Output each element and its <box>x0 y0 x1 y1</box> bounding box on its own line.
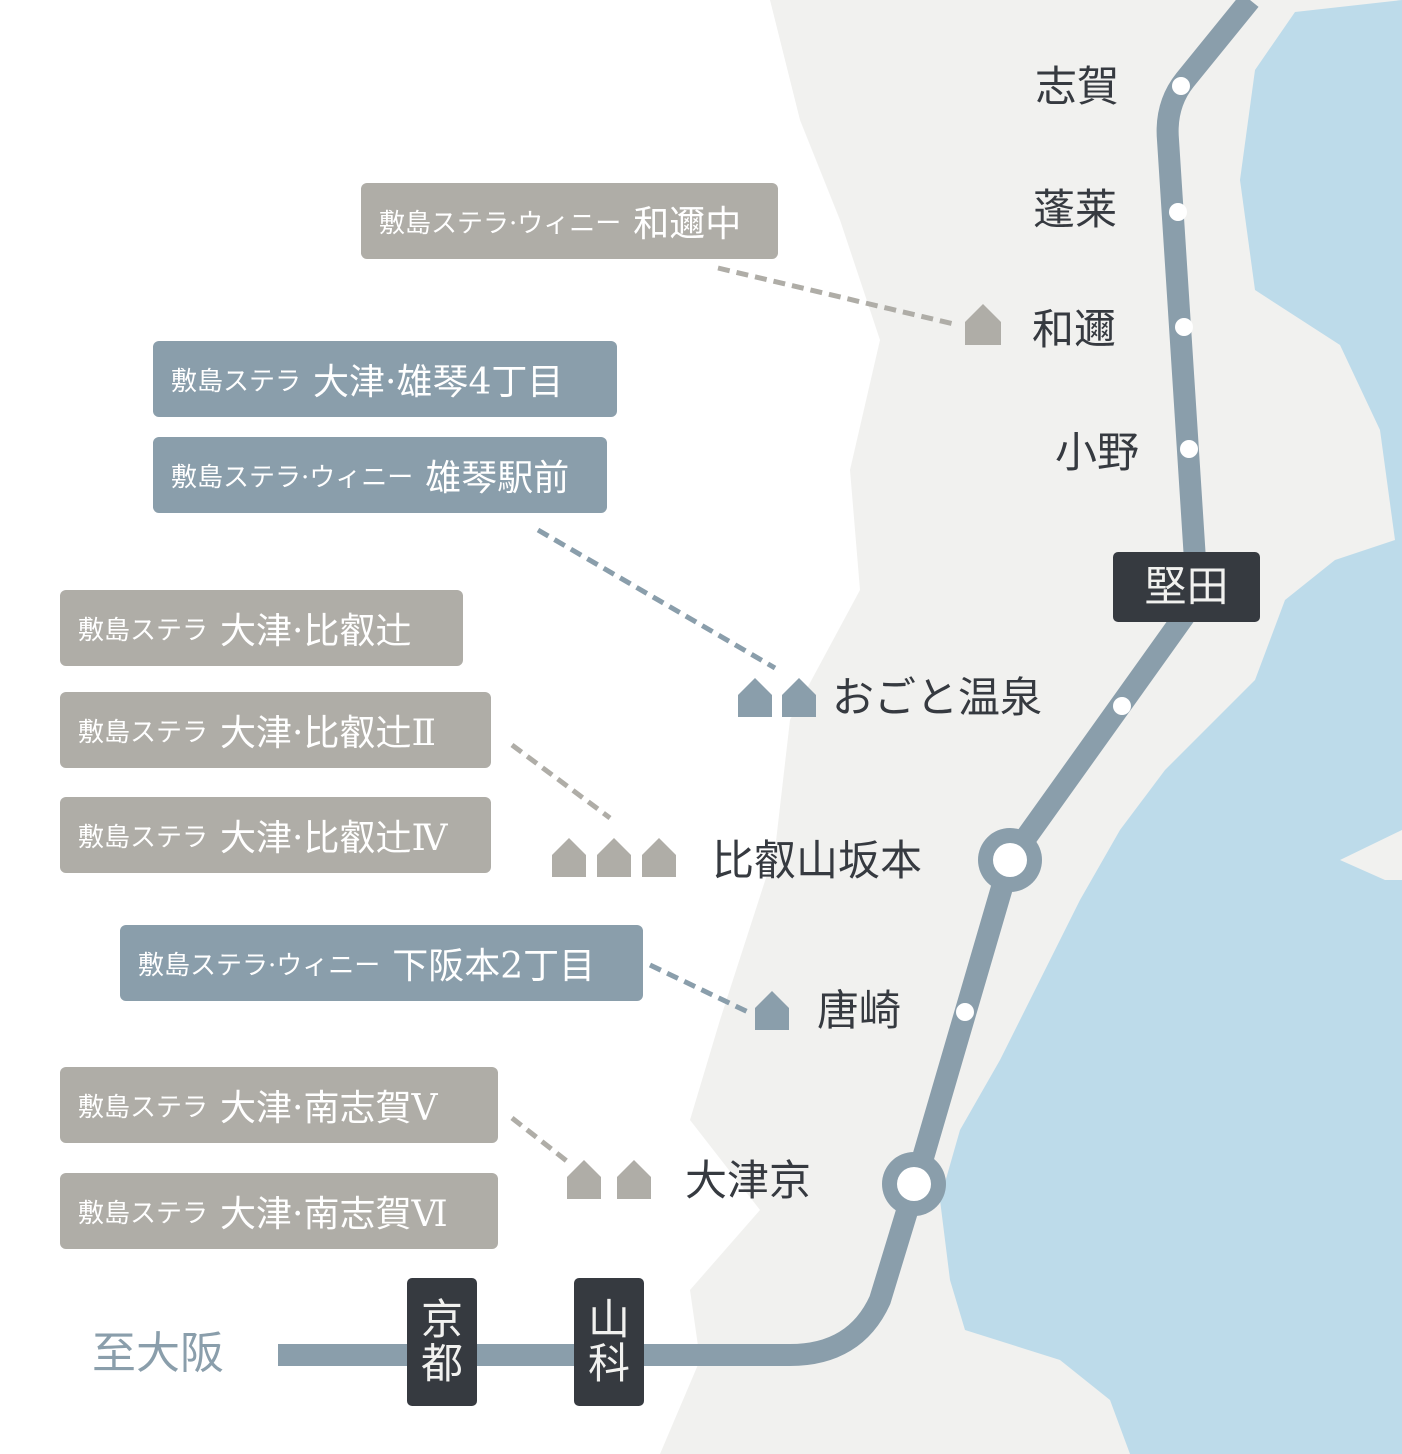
station-hieizan-sakamoto: 比叡山坂本 <box>712 836 923 885</box>
property-label-minamishiga-6[interactable]: 敷島ステラ大津·南志賀Ⅵ <box>60 1173 498 1249</box>
property-prefix: 敷島ステラ·ウィニー <box>171 462 414 493</box>
property-name: 大津·比叡辻Ⅱ <box>220 713 436 754</box>
property-label-ogoto-4chome[interactable]: 敷島ステラ大津·雄琴4丁目 <box>153 341 617 417</box>
property-prefix: 敷島ステラ <box>78 1198 209 1229</box>
station-horai: 蓬莱 <box>1033 185 1118 234</box>
house-icon <box>755 991 789 1030</box>
house-icon <box>552 838 586 877</box>
house-icon <box>642 838 676 877</box>
property-name: 大津·比叡辻 <box>220 611 412 652</box>
station-yamashina: 山科 <box>574 1278 644 1406</box>
rail-line <box>278 0 1259 1366</box>
station-ono: 小野 <box>1055 428 1140 477</box>
station-otsukyo: 大津京 <box>685 1156 812 1205</box>
property-name: 和邇中 <box>633 204 742 245</box>
property-name: 下阪本2丁目 <box>392 946 596 987</box>
station-shiga: 志賀 <box>1035 62 1120 111</box>
property-name: 雄琴駅前 <box>425 458 570 499</box>
house-icon <box>567 1160 601 1199</box>
property-prefix: 敷島ステラ·ウィニー <box>379 208 622 239</box>
property-label-ogoto-ekimae[interactable]: 敷島ステラ·ウィニー雄琴駅前 <box>153 437 607 513</box>
station-kyoto: 京都 <box>407 1278 477 1406</box>
property-label-shimosakamoto[interactable]: 敷島ステラ·ウィニー下阪本2丁目 <box>120 925 643 1001</box>
leader-lines <box>510 265 959 1164</box>
property-name: 大津·南志賀Ⅴ <box>220 1088 438 1129</box>
property-label-wani-naka[interactable]: 敷島ステラ·ウィニー和邇中 <box>361 183 778 259</box>
station-ogoto-onsen: おごと温泉 <box>832 673 1043 722</box>
transfer-station-otsukyo <box>882 1152 946 1216</box>
lake-biwa <box>940 0 1402 1454</box>
property-prefix: 敷島ステラ <box>78 615 209 646</box>
minor-stations <box>956 77 1198 1021</box>
property-name: 大津·比叡辻Ⅳ <box>220 818 448 859</box>
property-prefix: 敷島ステラ <box>78 1092 209 1123</box>
house-icon <box>738 678 772 717</box>
house-icon <box>965 304 1001 345</box>
house-icon <box>617 1160 651 1199</box>
property-prefix: 敷島ステラ <box>78 822 209 853</box>
house-icon <box>782 678 816 717</box>
to-osaka-label: 至大阪 <box>92 1328 224 1379</box>
property-label-minamishiga-5[interactable]: 敷島ステラ大津·南志賀Ⅴ <box>60 1067 498 1143</box>
station-katata: 堅田 <box>1113 552 1260 622</box>
property-name: 大津·南志賀Ⅵ <box>220 1194 448 1235</box>
land-peninsula <box>1340 830 1402 880</box>
property-prefix: 敷島ステラ·ウィニー <box>138 950 381 981</box>
property-name: 大津·雄琴4丁目 <box>313 362 564 403</box>
house-icons <box>552 304 1001 1199</box>
property-label-hieitsuji[interactable]: 敷島ステラ大津·比叡辻 <box>60 590 463 666</box>
station-wani: 和邇 <box>1032 305 1117 354</box>
transfer-station-sakamoto <box>978 828 1042 892</box>
station-karasaki: 唐崎 <box>817 986 902 1035</box>
property-prefix: 敷島ステラ <box>171 366 302 397</box>
property-label-hieitsuji-4[interactable]: 敷島ステラ大津·比叡辻Ⅳ <box>60 797 491 873</box>
property-label-hieitsuji-2[interactable]: 敷島ステラ大津·比叡辻Ⅱ <box>60 692 491 768</box>
property-prefix: 敷島ステラ <box>78 717 209 748</box>
house-icon <box>597 838 631 877</box>
